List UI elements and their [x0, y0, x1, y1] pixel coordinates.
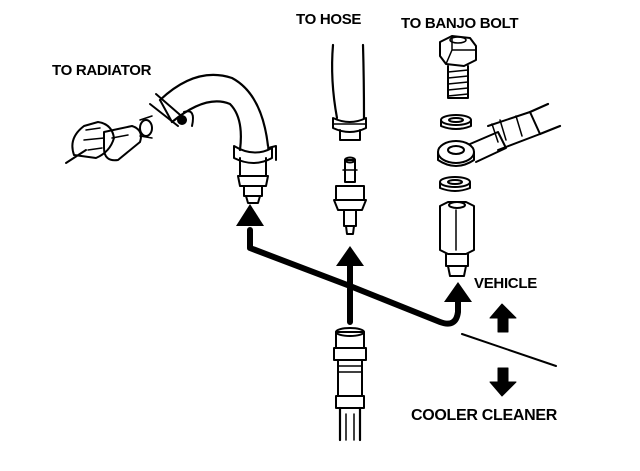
- banjo-bolt-assembly: [437, 35, 562, 277]
- arrow-to-hose-icon: [336, 246, 364, 266]
- radiator-hose: [149, 73, 277, 204]
- label-cooler-cleaner: COOLER CLEANER: [411, 407, 558, 424]
- divider-line: [461, 333, 557, 367]
- flow-arrowheads: [236, 204, 472, 302]
- arrow-to-radiator-icon: [236, 204, 264, 226]
- direction-arrows: [489, 303, 517, 397]
- label-to-radiator: TO RADIATOR: [52, 62, 152, 79]
- down-arrow-icon: [489, 367, 517, 397]
- hose-connector: [331, 43, 367, 235]
- label-to-banjo-bolt: TO BANJO BOLT: [401, 15, 519, 32]
- radiator-fitting: [65, 115, 153, 164]
- cooler-cleaner-nozzle: [333, 327, 367, 442]
- flow-path: [247, 227, 461, 327]
- label-vehicle: VEHICLE: [474, 275, 537, 292]
- up-arrow-icon: [489, 303, 517, 333]
- label-to-hose: TO HOSE: [296, 11, 362, 28]
- arrow-to-banjo-icon: [444, 282, 472, 302]
